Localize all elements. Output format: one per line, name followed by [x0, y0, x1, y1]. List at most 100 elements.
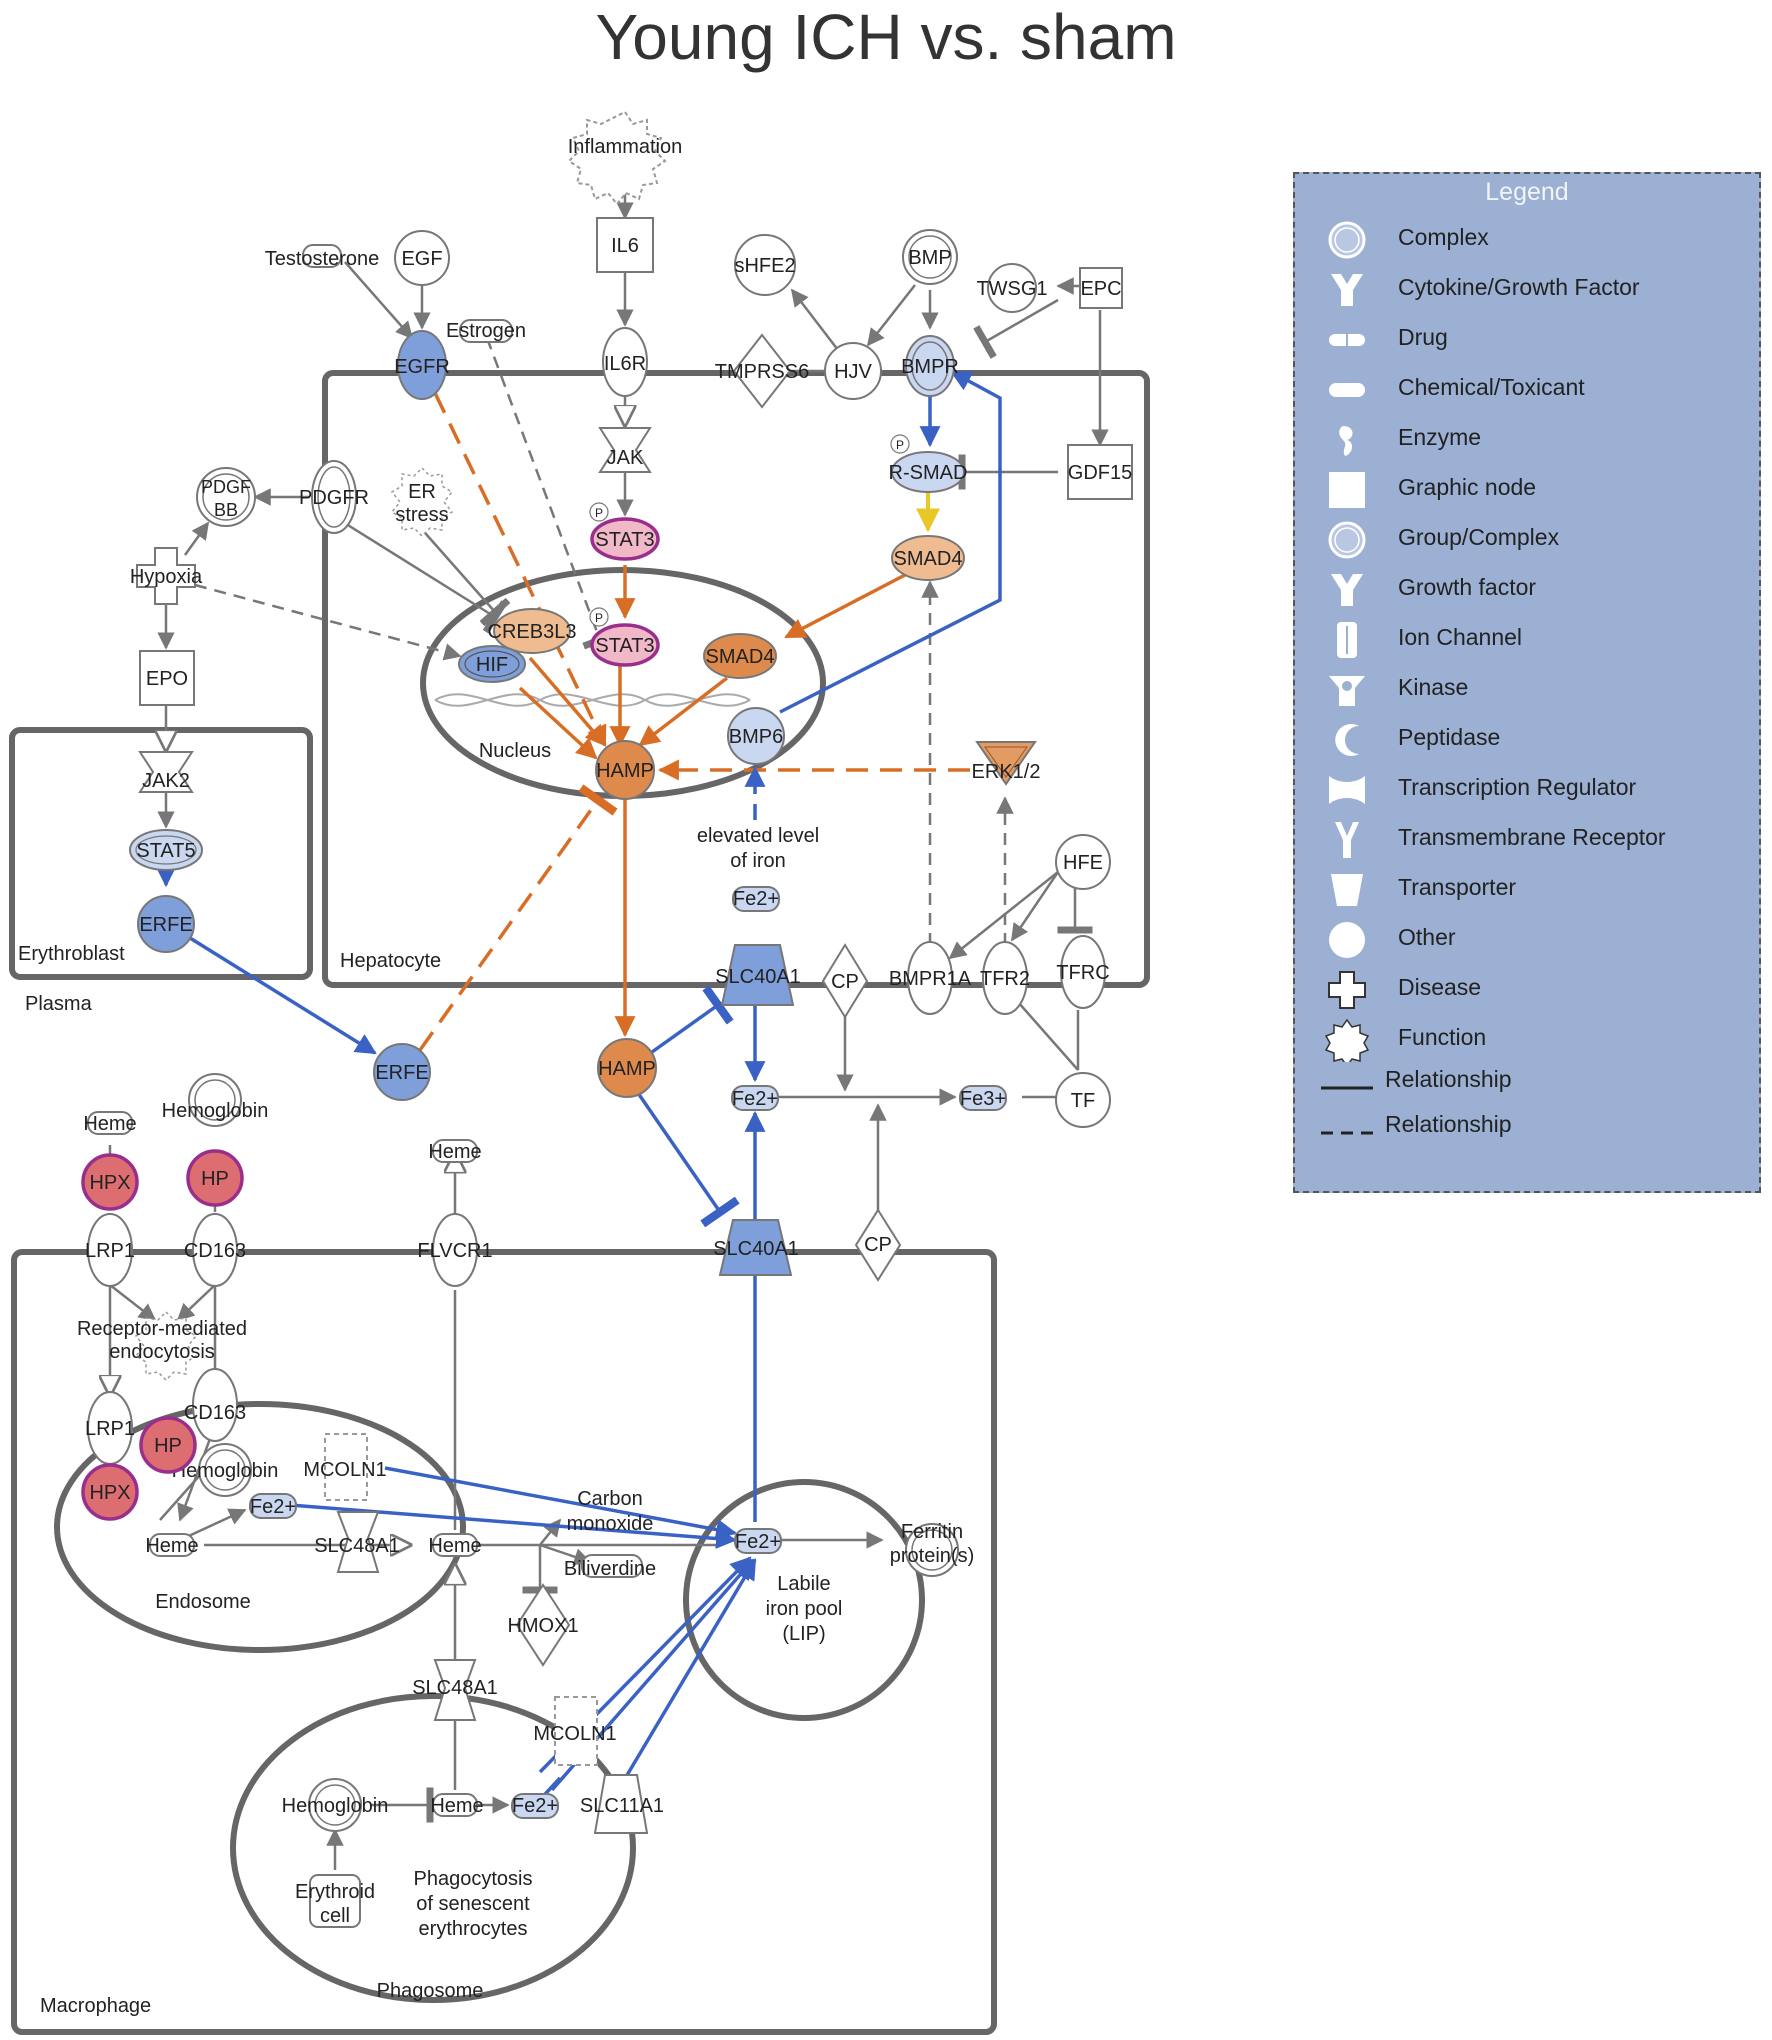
slc11a1-node[interactable]: SLC11A1 [580, 1774, 664, 1834]
heme-node-top-flvcr[interactable]: Heme [428, 1139, 482, 1163]
heme-node-top-left[interactable]: Heme [83, 1111, 137, 1135]
mcoln1-node-endosome[interactable]: MCOLN1 [303, 1433, 387, 1501]
hemoglobin-node-endosome[interactable]: Hemoglobin [172, 1443, 279, 1497]
jak-node[interactable]: JAK [598, 427, 652, 473]
stat3-node-cytoplasm[interactable]: P STAT3 [589, 502, 660, 561]
heme-node-cytoplasm[interactable]: Heme [428, 1533, 482, 1557]
hemoglobin-node-top[interactable]: Hemoglobin [162, 1073, 269, 1127]
legend-item-label: Relationship [1385, 1066, 1512, 1092]
slc48a1-node-endosome[interactable]: SLC48A1 [314, 1511, 400, 1573]
cd163-node-endosome[interactable]: CD163 [184, 1368, 246, 1442]
svg-text:EGFR: EGFR [394, 356, 450, 378]
r-smad-node[interactable]: P R-SMAD [889, 434, 968, 493]
svg-text:CREB3L3: CREB3L3 [488, 621, 577, 643]
cp-node-hepatocyte[interactable]: CP [821, 943, 869, 1019]
hpx-node-top[interactable]: HPX [81, 1153, 139, 1211]
smad4-node-nucleus[interactable]: SMAD4 [703, 633, 777, 679]
er-stress-node[interactable]: ER stress [390, 466, 454, 538]
pdgfr-node[interactable]: PDGFR [299, 460, 369, 534]
tfrc-node[interactable]: TFRC [1056, 935, 1110, 1009]
twsg1-node[interactable]: TWSG1 [976, 263, 1048, 313]
tf-node[interactable]: TF [1055, 1072, 1111, 1128]
hmox1-node[interactable]: HMOX1 [507, 1583, 579, 1667]
drug-icon [1323, 318, 1371, 362]
il6r-node[interactable]: IL6R [602, 327, 648, 397]
heme-node-endosome[interactable]: Heme [145, 1533, 199, 1557]
fe2-node-endosome[interactable]: Fe2+ [249, 1493, 297, 1519]
svg-text:Testosterone: Testosterone [265, 248, 380, 270]
hemoglobin-node-phagosome[interactable]: Hemoglobin [282, 1778, 389, 1832]
carbon-monoxide-label-2: monoxide [567, 1513, 654, 1535]
svg-text:sHFE2: sHFE2 [734, 255, 795, 277]
legend-item: Complex [1295, 214, 1759, 264]
epo-node[interactable]: EPO [139, 650, 195, 706]
slc40a1-node-macrophage[interactable]: SLC40A1 [713, 1219, 799, 1276]
legend-item: Other [1295, 914, 1759, 964]
erfe-node-plasma[interactable]: ERFE [373, 1043, 431, 1101]
svg-text:Fe2+: Fe2+ [250, 1496, 296, 1518]
svg-text:Fe2+: Fe2+ [735, 1531, 781, 1553]
bmpr-node[interactable]: BMPR [901, 335, 959, 397]
bmp6-node[interactable]: BMP6 [727, 707, 785, 765]
mcoln1-node-phagosome[interactable]: MCOLN1 [533, 1696, 617, 1766]
bmpr1a-node[interactable]: BMPR1A [889, 941, 972, 1015]
hypoxia-node[interactable]: Hypoxia [130, 547, 203, 605]
testosterone-node[interactable]: Testosterone [265, 244, 380, 270]
hfe-node[interactable]: HFE [1055, 834, 1111, 890]
tfr2-node[interactable]: TFR2 [980, 941, 1030, 1015]
legend-item-label: Peptidase [1398, 724, 1501, 750]
phagocytosis-label-1: Phagocytosis [414, 1868, 533, 1890]
stat5-node[interactable]: STAT5 [129, 829, 203, 871]
cd163-node-top[interactable]: CD163 [184, 1213, 246, 1287]
tmprss6-node[interactable]: TMPRSS6 [715, 333, 809, 409]
slc40a1-node-hepatocyte[interactable]: SLC40A1 [715, 944, 801, 1006]
function-icon [1323, 1018, 1371, 1068]
svg-text:BMP6: BMP6 [729, 726, 783, 748]
legend-item: Group/Complex [1295, 514, 1759, 564]
fe2-node-phagosome[interactable]: Fe2+ [511, 1793, 559, 1819]
biliverdine-node[interactable]: Biliverdine [564, 1554, 656, 1580]
jak2-node[interactable]: JAK2 [138, 751, 194, 793]
gdf15-node[interactable]: GDF15 [1067, 444, 1133, 500]
svg-text:SLC48A1: SLC48A1 [314, 1535, 400, 1557]
svg-text:BMP: BMP [908, 247, 951, 269]
creb3l3-node[interactable]: CREB3L3 [488, 608, 577, 654]
lrp1-node-endosome[interactable]: LRP1 [85, 1391, 135, 1465]
hif-node[interactable]: HIF [458, 645, 526, 683]
smad4-node-cytoplasm[interactable]: SMAD4 [891, 535, 965, 581]
heme-node-phagosome[interactable]: Heme [430, 1793, 484, 1817]
estrogen-node[interactable]: Estrogen [446, 319, 526, 343]
erk12-node[interactable]: ERK1/2 [972, 741, 1041, 786]
erfe-node-erythroblast[interactable]: ERFE [137, 895, 195, 953]
svg-text:R-SMAD: R-SMAD [889, 462, 968, 484]
fe2-node-hepatocyte[interactable]: Fe2+ [732, 886, 780, 912]
shfe2-node[interactable]: sHFE2 [734, 234, 796, 296]
hp-node-endosome[interactable]: HP [139, 1416, 197, 1474]
inflammation-node[interactable]: Inflammation [567, 110, 683, 206]
epc-node[interactable]: EPC [1079, 267, 1123, 309]
disease-icon [1323, 968, 1371, 1012]
slc48a1-node-phagosome[interactable]: SLC48A1 [412, 1659, 498, 1721]
hamp-node-nucleus[interactable]: HAMP [595, 740, 655, 800]
receptor-mediated-endocytosis-node[interactable]: Receptor-mediated endocytosis [77, 1310, 247, 1382]
hpx-node-endosome[interactable]: HPX [81, 1463, 139, 1521]
hjv-node[interactable]: HJV [824, 342, 882, 400]
hp-node-top[interactable]: HP [186, 1149, 244, 1207]
egfr-node[interactable]: EGFR [394, 330, 450, 400]
hamp-node-plasma[interactable]: HAMP [597, 1038, 657, 1098]
flvcr1-node[interactable]: FLVCR1 [417, 1213, 493, 1287]
svg-text:HJV: HJV [834, 361, 872, 383]
growth-factor-icon [1323, 568, 1371, 612]
erythroid-cell-node[interactable]: Erythroid cell [295, 1874, 375, 1928]
il6-node[interactable]: IL6 [596, 217, 654, 273]
fe3-node[interactable]: Fe3+ [959, 1085, 1007, 1111]
stat3-node-nucleus[interactable]: P STAT3 [589, 607, 660, 667]
fe2-node-lip[interactable]: Fe2+ [734, 1528, 782, 1554]
ferritin-node[interactable]: Ferritin protein(s) [890, 1521, 974, 1577]
egf-node[interactable]: EGF [394, 230, 450, 286]
fe2-node-plasma[interactable]: Fe2+ [731, 1085, 779, 1111]
cp-node-macrophage[interactable]: CP [854, 1208, 902, 1282]
bmp-node[interactable]: BMP [902, 229, 958, 285]
lrp1-node-top[interactable]: LRP1 [85, 1213, 135, 1287]
pdgf-bb-node[interactable]: PDGF BB [196, 467, 256, 527]
